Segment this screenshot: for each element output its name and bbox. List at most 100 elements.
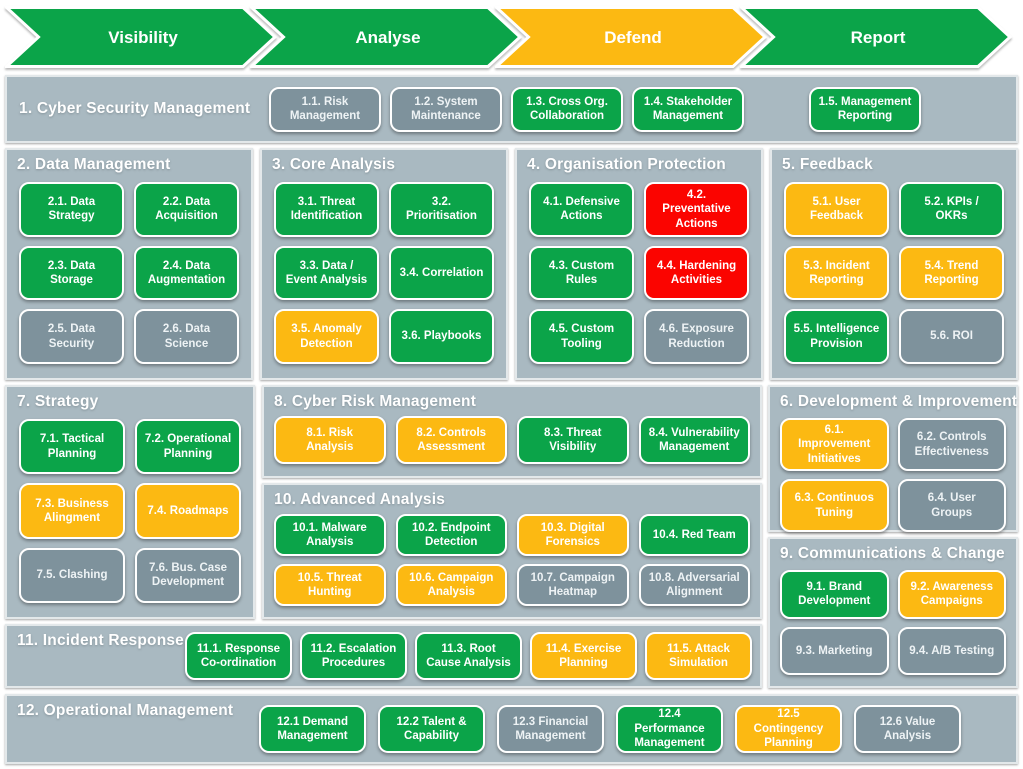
zone-middle-right: 6. Development & Improvement 6.1. Improv…: [768, 385, 1018, 688]
capability-card[interactable]: 5.3. Incident Reporting: [784, 245, 889, 301]
capability-card[interactable]: 3.3. Data / Event Analysis: [274, 245, 379, 301]
section-title: 6. Development & Improvement: [780, 393, 1018, 410]
capability-card[interactable]: 3.1. Threat Identification: [274, 182, 379, 237]
capability-card[interactable]: 6.4. User Groups: [897, 479, 1006, 533]
capability-card[interactable]: 4.3. Custom Rules: [529, 245, 634, 301]
capability-card[interactable]: 7.6. Bus. Case Development: [135, 547, 241, 603]
section-cyber-risk-management: 8. Cyber Risk Management 8.1. Risk Analy…: [262, 385, 762, 478]
process-arrow-label: Analyse: [355, 28, 420, 47]
capability-card[interactable]: 10.5. Threat Hunting: [274, 564, 386, 606]
capability-card[interactable]: 8.4. Vulnerability Management: [638, 416, 750, 464]
capability-card[interactable]: 9.4. A/B Testing: [897, 626, 1006, 675]
capability-card[interactable]: 5.1. User Feedback: [784, 182, 889, 237]
section-title: 5. Feedback: [782, 156, 873, 173]
capability-card[interactable]: 4.5. Custom Tooling: [529, 309, 634, 364]
capability-card[interactable]: 7.3. Business Alingment: [19, 483, 125, 539]
capability-card[interactable]: 4.4. Hardening Activities: [644, 245, 749, 301]
capability-card[interactable]: 6.3. Continuos Tuning: [780, 479, 889, 533]
zone-middle-center-column: 8. Cyber Risk Management 8.1. Risk Analy…: [262, 385, 762, 619]
capability-card[interactable]: 1.5. Management Reporting: [809, 86, 921, 132]
capability-card[interactable]: 5.6. ROI: [899, 309, 1004, 364]
process-arrow-shape: [740, 6, 1012, 68]
process-arrow-visibility[interactable]: Visibility: [5, 6, 277, 68]
capability-card[interactable]: 10.6. Campaign Analysis: [395, 564, 507, 606]
capability-card[interactable]: 1.1. Risk Management: [269, 86, 381, 132]
capability-card[interactable]: 12.4 Performance Management: [616, 705, 723, 753]
capability-card[interactable]: 5.5. Intelligence Provision: [784, 309, 889, 364]
capability-card[interactable]: 8.2. Controls Assessment: [395, 416, 507, 464]
section-communications-change: 9. Communications & Change 9.1. Brand De…: [768, 537, 1018, 688]
capability-card[interactable]: 4.6. Exposure Reduction: [644, 309, 749, 364]
section-title: 9. Communications & Change: [780, 545, 1005, 562]
capability-card[interactable]: 5.2. KPIs / OKRs: [899, 182, 1004, 237]
capability-card[interactable]: 2.6. Data Science: [134, 309, 239, 364]
capability-card[interactable]: 10.8. Adversarial Alignment: [638, 564, 750, 606]
capability-card[interactable]: 9.3. Marketing: [780, 626, 889, 675]
capability-card[interactable]: 5.4. Trend Reporting: [899, 245, 1004, 301]
capability-card[interactable]: 9.2. Awareness Campaigns: [897, 570, 1006, 619]
capability-card[interactable]: 4.1. Defensive Actions: [529, 182, 634, 237]
capability-card[interactable]: 12.6 Value Analysis: [854, 705, 961, 753]
section-advanced-analysis: 10. Advanced Analysis 10.1. Malware Anal…: [262, 483, 762, 619]
capability-card[interactable]: 12.2 Talent & Capability: [378, 705, 485, 753]
capability-card[interactable]: 12.1 Demand Management: [259, 705, 366, 753]
capability-card[interactable]: 1.3. Cross Org. Collaboration: [511, 86, 623, 132]
capability-card[interactable]: 11.5. Attack Simulation: [645, 632, 752, 680]
process-arrow-report[interactable]: Report: [740, 6, 1012, 68]
capability-card[interactable]: 7.1. Tactical Planning: [19, 419, 125, 475]
capability-card[interactable]: 3.4. Correlation: [389, 245, 494, 301]
capability-card[interactable]: 6.1. Improvement Initiatives: [780, 418, 889, 472]
capability-card[interactable]: 11.3. Root Cause Analysis: [415, 632, 522, 680]
capability-card[interactable]: 3.5. Anomaly Detection: [274, 309, 379, 364]
capability-card[interactable]: 11.1. Response Co-ordination: [185, 632, 292, 680]
section-title: 11. Incident Response: [17, 632, 185, 649]
capability-card[interactable]: 12.5 Contingency Planning: [735, 705, 842, 753]
capability-card[interactable]: 10.3. Digital Forensics: [517, 514, 629, 556]
capability-card[interactable]: 2.2. Data Acquisition: [134, 182, 239, 237]
capability-card[interactable]: 10.2. Endpoint Detection: [395, 514, 507, 556]
capability-card[interactable]: 2.5. Data Security: [19, 309, 124, 364]
capability-card[interactable]: 2.1. Data Strategy: [19, 182, 124, 237]
capability-card[interactable]: 2.4. Data Augmentation: [134, 245, 239, 301]
capability-card[interactable]: 10.7. Campaign Heatmap: [517, 564, 629, 606]
capability-card[interactable]: 8.3. Threat Visibility: [517, 416, 629, 464]
capability-card[interactable]: 7.4. Roadmaps: [135, 483, 241, 539]
capability-card[interactable]: 11.4. Exercise Planning: [530, 632, 637, 680]
capability-card[interactable]: 10.4. Red Team: [638, 514, 750, 556]
capability-card[interactable]: 10.1. Malware Analysis: [274, 514, 386, 556]
capability-card[interactable]: 3.6. Playbooks: [389, 309, 494, 364]
capability-card[interactable]: 6.2. Controls Effectiveness: [897, 418, 1006, 472]
capability-card[interactable]: 1.2. System Maintenance: [390, 86, 502, 132]
capability-card[interactable]: 1.4. Stakeholder Management: [632, 86, 744, 132]
capability-card[interactable]: 3.2. Prioritisation: [389, 182, 494, 237]
section-operational-management: 12. Operational Management 12.1 Demand M…: [5, 694, 1018, 764]
capability-card[interactable]: 12.3 Financial Management: [497, 705, 604, 753]
section-development-improvement: 6. Development & Improvement 6.1. Improv…: [768, 385, 1018, 533]
section-title: 10. Advanced Analysis: [274, 491, 446, 508]
capability-card[interactable]: 7.2. Operational Planning: [135, 419, 241, 475]
capability-card[interactable]: 4.2. Preventative Actions: [644, 182, 749, 237]
process-arrow-defend[interactable]: Defend: [495, 6, 767, 68]
capability-card[interactable]: 8.1. Risk Analysis: [274, 416, 386, 464]
capability-card[interactable]: 11.2. Escalation Procedures: [300, 632, 407, 680]
process-arrow-shape: [250, 6, 522, 68]
section-title: 12. Operational Management: [17, 702, 234, 719]
capability-card[interactable]: 9.1. Brand Development: [780, 570, 889, 619]
section-title: 7. Strategy: [17, 393, 99, 410]
process-arrow-label: Visibility: [108, 28, 178, 47]
process-arrow-analyse[interactable]: Analyse: [250, 6, 522, 68]
capability-card[interactable]: 2.3. Data Storage: [19, 245, 124, 301]
capability-card[interactable]: 7.5. Clashing: [19, 547, 125, 603]
section-incident-response: 11. Incident Response 11.1. Response Co-…: [5, 624, 762, 688]
section-cyber-security-management: 1. Cyber Security Management 1.1. Risk M…: [5, 75, 1018, 143]
